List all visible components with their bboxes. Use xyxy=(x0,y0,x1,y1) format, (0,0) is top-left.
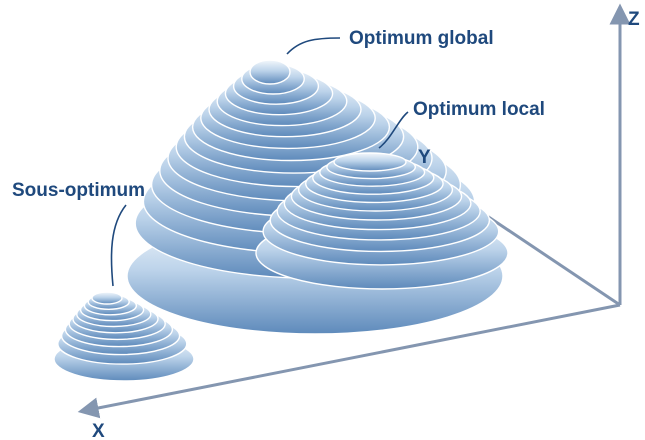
sub-peak-layer xyxy=(91,291,123,305)
x-axis-label: X xyxy=(92,421,105,440)
leader-local xyxy=(378,111,409,149)
leader-sub xyxy=(110,204,127,287)
label-global-optimum: Optimum global xyxy=(349,28,494,49)
x-axis xyxy=(77,303,621,419)
label-sub-optimum: Sous-optimum xyxy=(12,180,145,201)
local-peak-layer xyxy=(333,152,407,172)
leader-global xyxy=(286,37,341,55)
leader-lines xyxy=(110,37,409,287)
y-axis-label: Y xyxy=(418,147,431,168)
sub-optimum-peak xyxy=(53,291,195,382)
local-optimum-peak xyxy=(255,152,509,290)
label-local-optimum: Optimum local xyxy=(413,99,545,120)
z-axis-label: Z xyxy=(628,9,640,30)
global-peak-layer xyxy=(249,59,291,85)
